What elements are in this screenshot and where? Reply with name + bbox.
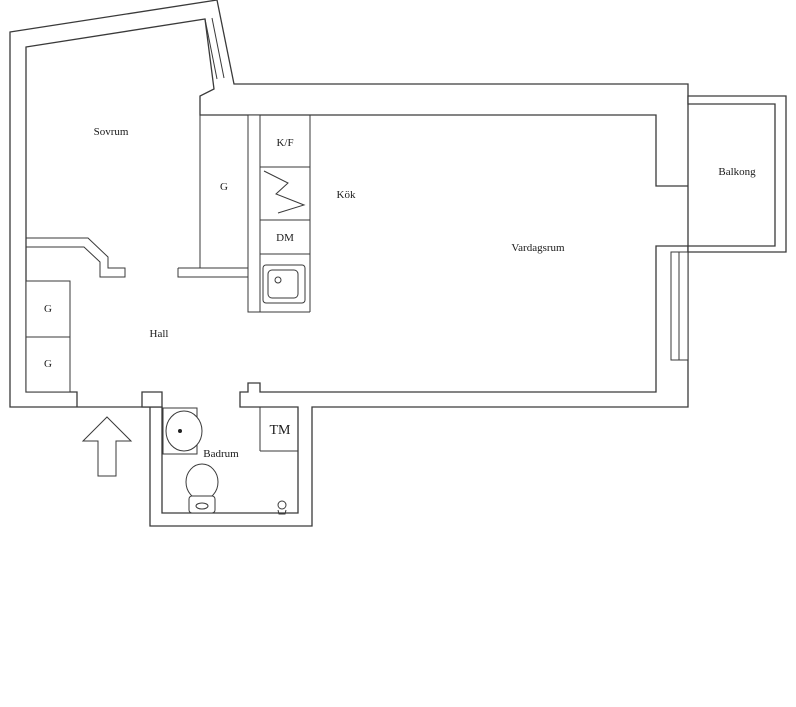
balcony: [687, 95, 787, 253]
kitchen-fixtures: [259, 166, 311, 304]
label-closet-hall-bottom: G: [44, 358, 52, 370]
sovrum-window-pane: [211, 17, 225, 79]
hall-closet-top: [25, 280, 71, 338]
label-vardagsrum: Vardagsrum: [511, 242, 565, 254]
balcony-outline: [687, 95, 787, 253]
label-washing-machine: TM: [270, 423, 292, 438]
floor-drain-icon: [277, 500, 287, 510]
label-balkong: Balkong: [718, 166, 756, 178]
entrance-arrow-icon: [81, 416, 133, 477]
label-fridge-freezer: K/F: [276, 137, 293, 149]
sovrum-window: [204, 18, 218, 80]
sink-basin: [267, 269, 299, 299]
toilet-flush-icon: [195, 502, 209, 510]
closet-wall: [177, 115, 249, 278]
hall-closet-bottom: [25, 336, 71, 393]
kitchen-divider: [247, 114, 261, 313]
washbasin-tap-icon: [178, 429, 182, 433]
label-sovrum: Sovrum: [94, 126, 129, 138]
toilet-bowl: [185, 463, 219, 501]
bathroom-fixtures: [162, 407, 287, 515]
label-badrum: Badrum: [203, 448, 239, 460]
label-hall: Hall: [150, 328, 169, 340]
label-closet-upper: G: [220, 181, 228, 193]
label-dishwasher: DM: [276, 232, 294, 244]
sovrum-wall: [26, 237, 126, 278]
stove-symbol-icon: [263, 170, 306, 214]
washbasin: [165, 410, 203, 452]
sink-tap-icon: [274, 276, 282, 284]
toilet-tank: [188, 495, 216, 514]
floor-drain-base-icon: [277, 509, 287, 515]
bathroom-top-wall: [141, 391, 163, 408]
label-kok: Kök: [337, 189, 356, 201]
stove: [259, 166, 311, 221]
label-closet-hall-top: G: [44, 303, 52, 315]
